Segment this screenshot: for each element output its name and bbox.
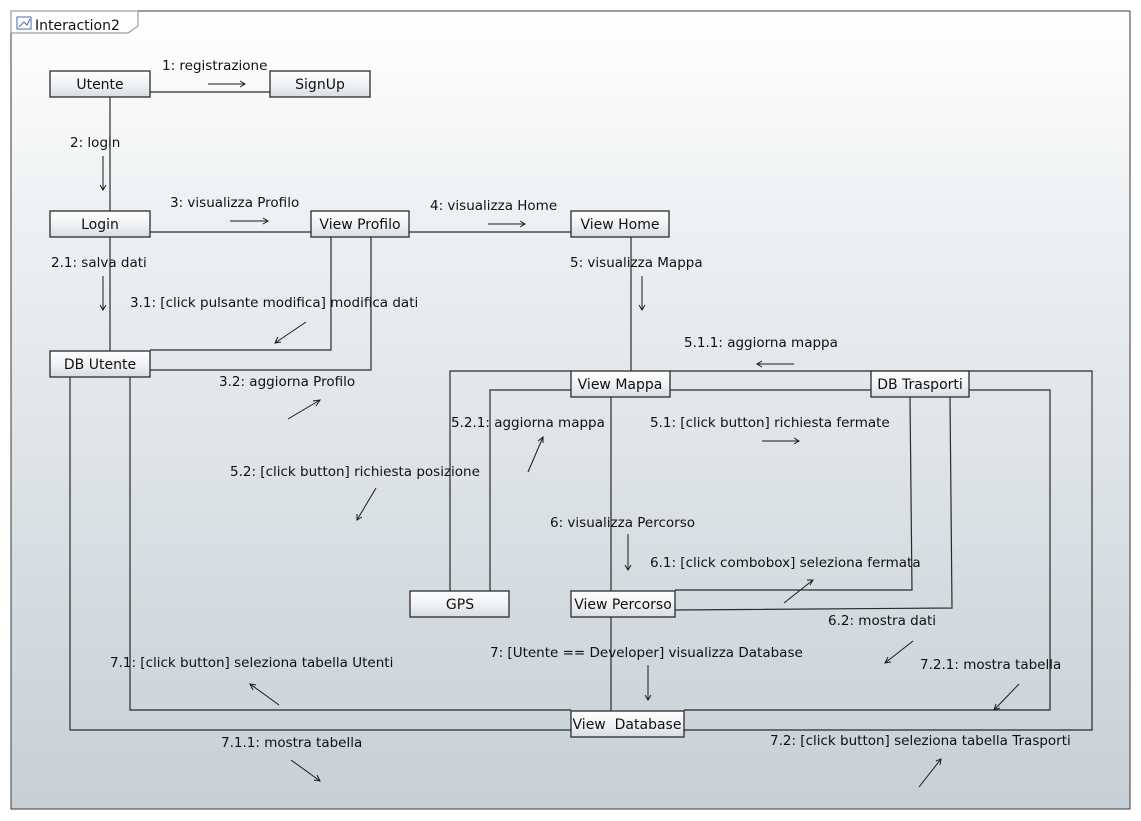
- arrow-message-5-2-1: [527, 435, 544, 473]
- links: [69, 91, 1093, 731]
- lifeline-signup-label: SignUp: [295, 77, 345, 93]
- arrow-message-7-2: [918, 758, 942, 788]
- lifeline-view-percorso-label: View Percorso: [574, 597, 672, 613]
- message-6-1: 6.1: [click combobox] seleziona fermata: [650, 555, 921, 571]
- arrow-message-3-1: [274, 321, 307, 344]
- message-5-1-1: 5.1.1: aggiorna mappa: [684, 335, 838, 351]
- lifeline-view-database[interactable]: View Database: [570, 710, 685, 738]
- arrow-message-5: [638, 276, 646, 311]
- lifeline-login[interactable]: Login: [49, 210, 151, 238]
- message-3: 3: visualizza Profilo: [170, 195, 299, 211]
- message-3-2: 3.2: aggiorna Profilo: [219, 374, 355, 390]
- lifeline-db-utente-label: DB Utente: [64, 357, 136, 373]
- lifeline-view-profilo-label: View Profilo: [319, 217, 400, 233]
- lifeline-view-database-label: View Database: [573, 717, 682, 733]
- message-7-1-1: 7.1.1: mostra tabella: [221, 735, 362, 751]
- frame-title-tab: [10, 10, 139, 34]
- lifeline-view-profilo[interactable]: View Profilo: [310, 210, 410, 238]
- message-1: 1: registrazione: [162, 58, 267, 74]
- message-6-2: 6.2: mostra dati: [828, 613, 936, 629]
- arrow-message-2: [99, 156, 107, 191]
- message-7-1: 7.1: [click button] seleziona tabella Ut…: [110, 655, 393, 671]
- lifeline-db-utente[interactable]: DB Utente: [49, 350, 151, 378]
- arrow-message-2-1: [99, 276, 107, 311]
- arrow-message-6: [624, 534, 632, 571]
- lifeline-gps-label: GPS: [446, 597, 474, 613]
- message-5-1: 5.1: [click button] richiesta fermate: [650, 415, 890, 431]
- lifeline-view-home-label: View Home: [580, 217, 659, 233]
- message-3-1: 3.1: [click pulsante modifica] modifica …: [130, 295, 418, 311]
- lifeline-utente-label: Utente: [76, 77, 123, 93]
- message-5: 5: visualizza Mappa: [570, 255, 703, 271]
- message-4: 4: visualizza Home: [430, 198, 557, 214]
- arrow-message-3-2: [287, 399, 322, 420]
- message-5-2: 5.2: [click button] richiesta posizione: [230, 464, 480, 480]
- lifeline-db-trasporti-label: DB Trasporti: [877, 377, 963, 393]
- message-2: 2: login: [70, 135, 120, 151]
- arrow-message-7-2-1: [993, 683, 1020, 711]
- lifeline-db-trasporti[interactable]: DB Trasporti: [870, 370, 970, 398]
- arrow-message-4: [488, 220, 526, 228]
- arrow-message-3: [230, 217, 269, 225]
- message-7-2-1: 7.2.1: mostra tabella: [920, 657, 1061, 673]
- message-7: 7: [Utente == Developer] visualizza Data…: [490, 645, 803, 661]
- message-6: 6: visualizza Percorso: [550, 515, 695, 531]
- lifeline-view-home[interactable]: View Home: [570, 210, 670, 238]
- lifeline-gps[interactable]: GPS: [409, 590, 510, 618]
- arrow-message-7-1: [249, 683, 280, 706]
- arrow-message-1: [208, 80, 246, 88]
- arrow-message-6-1: [783, 579, 814, 604]
- lifeline-utente[interactable]: Utente: [49, 70, 151, 98]
- arrow-message-5-1: [762, 437, 800, 445]
- message-arrows: [99, 80, 1020, 788]
- arrow-message-6-2: [884, 640, 914, 664]
- arrow-message-7-1-1: [290, 759, 321, 782]
- message-5-2-1: 5.2.1: aggiorna mappa: [451, 415, 605, 431]
- lifeline-view-percorso[interactable]: View Percorso: [570, 590, 676, 618]
- lifeline-view-mappa[interactable]: View Mappa: [570, 370, 671, 398]
- arrow-message-5-1-1: [756, 360, 794, 368]
- lifeline-login-label: Login: [81, 217, 119, 233]
- lifeline-view-mappa-label: View Mappa: [578, 377, 663, 393]
- message-labels: 1: registrazione 2: login 2.1: salva dat…: [51, 58, 1071, 751]
- arrow-message-5-2: [356, 487, 377, 521]
- diagram-frame: [10, 10, 1131, 810]
- message-2-1: 2.1: salva dati: [51, 255, 147, 271]
- message-7-2: 7.2: [click button] seleziona tabella Tr…: [770, 733, 1071, 749]
- arrow-message-7: [644, 665, 652, 701]
- sequence-diagram-icon: [16, 16, 32, 30]
- frame-title: Interaction2: [35, 18, 120, 34]
- lifeline-signup[interactable]: SignUp: [269, 70, 371, 98]
